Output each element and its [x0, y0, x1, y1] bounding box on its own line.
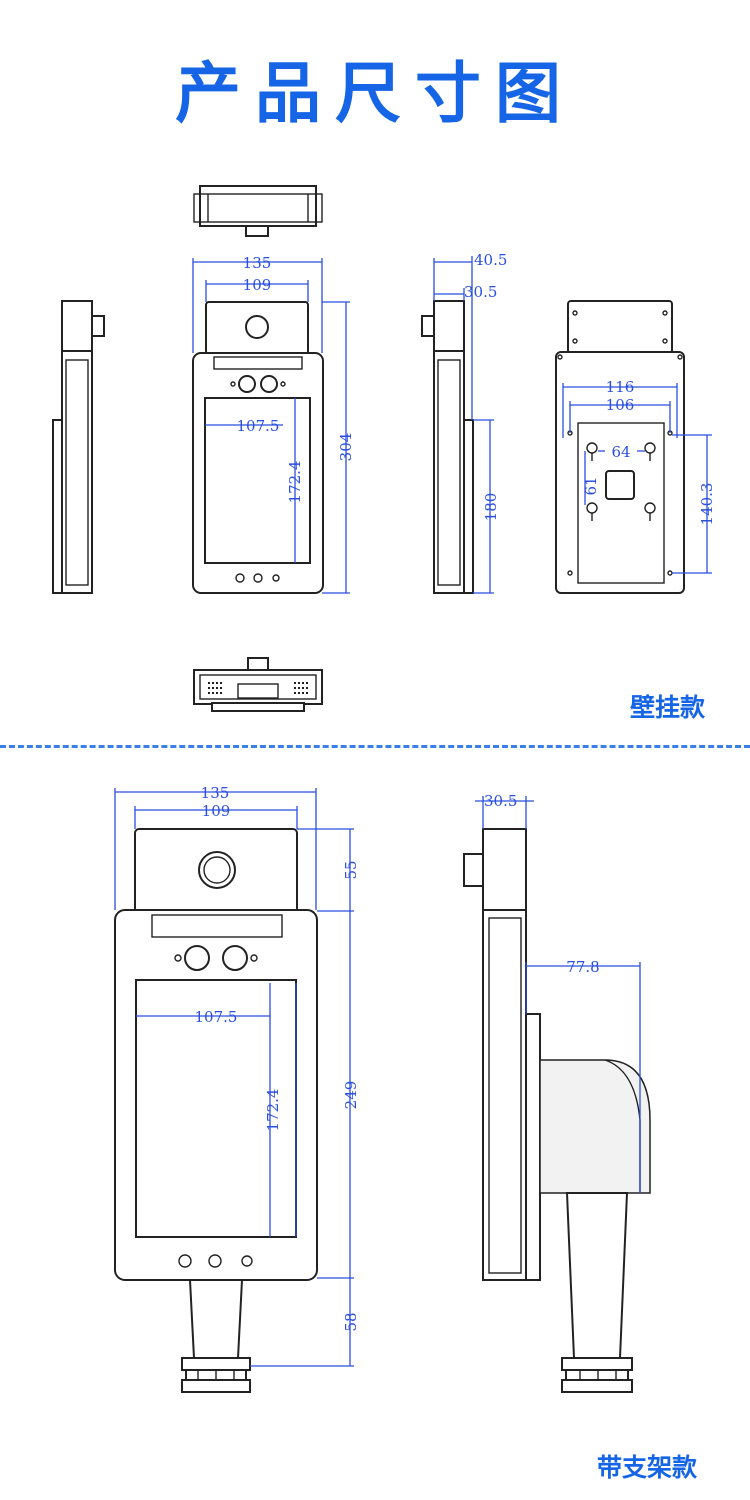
dim-wall-plate-height: 180 — [482, 493, 500, 522]
dim-wall-depth-total: 40.5 — [474, 251, 507, 269]
dim-stand-screen-height: 172.4 — [264, 1089, 282, 1132]
dim-back-hole-horizontal: 64 — [611, 443, 630, 461]
dim-wall-front-109: 109 — [243, 276, 272, 294]
wall-top-view — [193, 185, 323, 237]
wall-right-side-view — [421, 300, 474, 594]
dim-stand-screen-width: 107.5 — [195, 1008, 238, 1026]
wall-back-dimensions: 116 106 64 61 140.3 — [562, 378, 716, 574]
dim-wall-screen-height: 172.4 — [286, 461, 304, 504]
dim-stand-body-height: 249 — [342, 1081, 360, 1110]
dim-stand-bracket-depth: 77.8 — [566, 958, 599, 976]
wall-front-dimensions: 135 109 107.5 172.4 304 — [192, 254, 355, 594]
dim-wall-depth-body: 30.5 — [464, 283, 497, 301]
dim-stand-camera-height: 55 — [342, 860, 360, 879]
stand-front-view — [114, 828, 318, 1393]
dim-wall-front-135: 135 — [243, 254, 272, 272]
dim-back-height: 140.3 — [698, 483, 716, 526]
dim-back-outer-width: 116 — [606, 378, 635, 396]
stand-side-view — [463, 828, 651, 1393]
section-divider — [0, 745, 750, 748]
wall-mount-label: 壁挂款 — [630, 693, 706, 722]
dim-back-hole-vertical: 61 — [582, 476, 600, 495]
wall-bottom-view — [193, 657, 323, 712]
stand-front-dimensions: 135 109 55 107.5 172.4 249 58 — [114, 784, 360, 1367]
dim-stand-front-135: 135 — [201, 784, 230, 802]
wall-left-side-view — [52, 300, 105, 594]
dim-back-inner-width: 106 — [606, 396, 635, 414]
stand-side-dimensions: 30.5 77.8 — [475, 792, 641, 1193]
wall-side-dimensions: 40.5 30.5 180 — [433, 251, 507, 594]
page-title: 产品尺寸图 — [175, 55, 575, 132]
dim-stand-height: 58 — [342, 1312, 360, 1331]
dim-wall-screen-width: 107.5 — [237, 417, 280, 435]
wall-back-view — [555, 300, 685, 594]
dim-stand-front-109: 109 — [202, 802, 231, 820]
dim-wall-total-height: 304 — [337, 433, 355, 462]
stand-mount-label: 带支架款 — [597, 1453, 698, 1482]
dim-stand-side-depth: 30.5 — [484, 792, 517, 810]
wall-front-view — [192, 301, 324, 594]
